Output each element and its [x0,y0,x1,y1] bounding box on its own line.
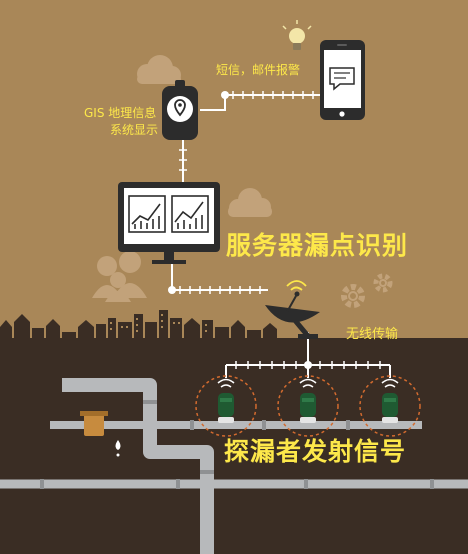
signal-icon [381,378,399,388]
satellite-dish-icon [265,280,320,339]
server-leak-identification-label: 服务器漏点识别 [226,231,409,260]
underground-pipes [0,378,468,554]
message-icon [329,67,355,91]
chart-icon [128,195,166,233]
phone-device [320,40,365,120]
connection-ticks [179,91,381,369]
connection-nodes [168,91,312,369]
detector-sensor [359,375,421,437]
lightbulb-icon [282,20,312,50]
server-monitor [118,182,220,264]
chart-icon [171,195,209,233]
signal-icon [299,378,317,388]
leak-drop-icon [116,453,120,457]
gears-icon [341,273,393,308]
pipe-joints [40,400,434,489]
gis-display-label-line2: 系统显示 [110,123,159,137]
leak-drop-icon [115,440,121,450]
detector-sensor [195,375,257,437]
gis-display-label-line1: GIS 地理信息 [84,106,157,120]
cloud-icon [228,188,272,217]
sms-email-alert-label: 短信，邮件报警 [216,63,301,77]
skyline-windows [110,314,207,332]
user-group-icon [92,251,147,302]
cloud-icon [137,55,181,84]
detector-sensor [277,375,339,437]
wireless-transmission-label: 无线传输 [346,327,399,342]
detector-signal-label: 探漏者发射信号 [224,437,407,466]
gis-device [162,80,198,140]
valve-icon [80,411,108,436]
map-pin-icon [174,99,186,117]
signal-icon [286,280,307,291]
signal-icon [217,378,235,388]
